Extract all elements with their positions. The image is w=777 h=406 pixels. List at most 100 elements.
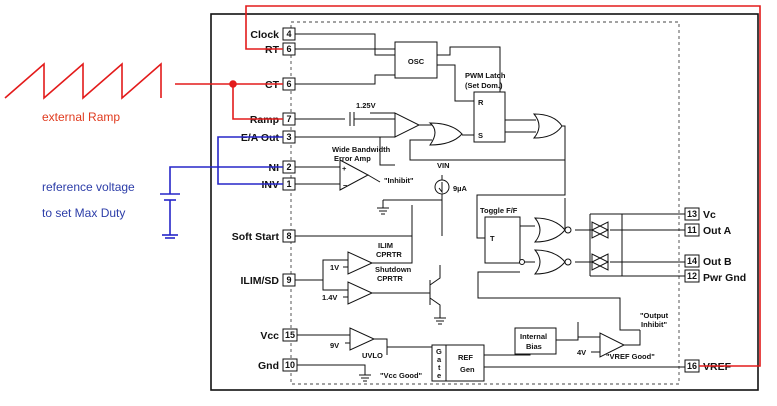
toggle-t-label: T — [490, 234, 495, 243]
uvlo-label: UVLO — [362, 351, 383, 360]
shutdown-comparator: Shutdown CPRTR 1.4V — [322, 265, 412, 305]
pin-number: 14 — [687, 256, 697, 266]
nor-gate-b — [533, 249, 566, 275]
pin-label: INV — [261, 179, 279, 191]
svg-text:+: + — [342, 164, 347, 173]
ref-gen-block: G a t e REF Gen — [431, 344, 485, 382]
gate-letter: t — [438, 363, 441, 372]
pin-number: 7 — [286, 114, 291, 124]
shutdown-title: Shutdown — [375, 265, 412, 274]
internal-wiring — [295, 33, 685, 375]
error-amp: Wide Bandwidth Error Amp + − "Inhibit" — [332, 145, 414, 191]
pin-label: Out B — [703, 256, 732, 268]
vref-to-rt-wire — [245, 5, 761, 367]
pin-number: 11 — [687, 225, 697, 235]
pin-clock: Clock 4 — [250, 27, 296, 41]
pin-rt: RT 6 — [265, 42, 296, 56]
output-inhibit-title: "Output — [640, 311, 669, 320]
driver-b-bottom — [590, 253, 609, 271]
pin-ilim-sd: ILIM/SD 9 — [241, 273, 296, 287]
gate-letter: e — [437, 371, 441, 380]
pin-vcc: Vcc 15 — [260, 328, 298, 342]
pin-label: Gnd — [258, 360, 279, 372]
external-ramp-annotation: external Ramp — [42, 110, 120, 124]
pin-label: VREF — [703, 361, 732, 373]
ref-9v-label: 9V — [330, 341, 339, 350]
svg-text:−: − — [343, 181, 348, 190]
vcc-good-label: "Vcc Good" — [380, 371, 423, 380]
internal-bias-block: Internal Bias — [514, 327, 557, 355]
chip-inner-dashed — [290, 21, 680, 385]
pin-label: NI — [269, 162, 280, 174]
external-ramp-wiring — [4, 5, 761, 367]
or-gate-2 — [532, 113, 563, 139]
pin-number: 9 — [286, 275, 291, 285]
pin-label: Vc — [703, 209, 716, 221]
pin-ea-out: E/A Out 3 — [241, 130, 296, 144]
pin-number: 16 — [687, 361, 697, 371]
pin-out-b: 14 Out B — [684, 254, 732, 268]
reference-annotation-line1: reference voltage — [42, 180, 135, 194]
pin-number: 1 — [286, 179, 291, 189]
osc-block: OSC — [394, 41, 438, 79]
ground-symbols — [359, 207, 446, 382]
pin-label: RT — [265, 44, 280, 56]
pin-label: Soft Start — [232, 231, 280, 243]
ref-gen-subtitle: Gen — [460, 365, 475, 374]
pin-number: 13 — [687, 209, 697, 219]
pin-label: Ramp — [250, 114, 279, 126]
ref-1-4v-label: 1.4V — [322, 293, 337, 302]
pin-number: 15 — [285, 330, 295, 340]
nor-gate-a — [533, 217, 566, 243]
latch-r-label: R — [478, 98, 484, 107]
pin-soft-start: Soft Start 8 — [232, 229, 296, 243]
vref-good-comparator: 4V "VREF Good" "Output Inhibit" — [577, 311, 669, 361]
pin-label: Out A — [703, 225, 732, 237]
pin-label: Vcc — [260, 330, 279, 342]
pin-gnd: Gnd 10 — [258, 358, 298, 372]
label-1-25v: 1.25V — [356, 101, 376, 110]
osc-label: OSC — [408, 57, 425, 66]
pin-label: CT — [265, 79, 280, 91]
chip-outline — [210, 13, 759, 391]
ref-gen-title: REF — [458, 353, 473, 362]
pin-number: 10 — [285, 360, 295, 370]
pin-number: 8 — [286, 231, 291, 241]
pin-inv: INV 1 — [261, 177, 296, 191]
uvlo-comparator: 9V UVLO "Vcc Good" — [330, 327, 423, 380]
pwm-latch-subtitle: (Set Dom.) — [465, 81, 503, 90]
pin-label: Pwr Gnd — [703, 272, 746, 284]
current-9ua-label: 9µA — [453, 184, 467, 193]
error-amp-subtitle: Error Amp — [334, 154, 371, 163]
pin-number: 2 — [286, 162, 291, 172]
sawtooth-waveform — [4, 62, 162, 100]
vin-label: VIN — [437, 161, 450, 170]
pin-number: 6 — [286, 44, 291, 54]
ilim-title: ILIM — [378, 241, 393, 250]
latch-s-label: S — [478, 131, 483, 140]
internal-bias-subtitle: Bias — [526, 342, 542, 351]
pin-out-a: 11 Out A — [684, 223, 732, 237]
inhibit-label: "Inhibit" — [384, 176, 414, 185]
pwm-latch: PWM Latch (Set Dom.) R S — [465, 71, 506, 143]
gate-letter: G — [436, 347, 442, 356]
output-inhibit-subtitle: Inhibit" — [641, 320, 667, 329]
pin-pwr-gnd: 12 Pwr Gnd — [684, 269, 746, 284]
pin-number: 6 — [286, 79, 291, 89]
driver-a-bottom — [590, 221, 609, 239]
internal-bias-title: Internal — [520, 332, 547, 341]
ref-1v-label: 1V — [330, 263, 339, 272]
pin-number: 3 — [286, 132, 291, 142]
pin-label: ILIM/SD — [241, 275, 280, 287]
error-amp-title: Wide Bandwidth — [332, 145, 391, 154]
reference-annotation-line2: to set Max Duty — [42, 206, 125, 220]
ref-4v-label: 4V — [577, 348, 586, 357]
ct-to-ramp-wire — [232, 84, 283, 120]
toggle-flip-flop: Toggle F/F T — [480, 206, 525, 265]
pwm-comparator — [394, 112, 421, 138]
shutdown-subtitle: CPRTR — [377, 274, 403, 283]
gate-letter: a — [437, 355, 442, 364]
pin-label: E/A Out — [241, 132, 280, 144]
vref-good-label: "VREF Good" — [606, 352, 655, 361]
